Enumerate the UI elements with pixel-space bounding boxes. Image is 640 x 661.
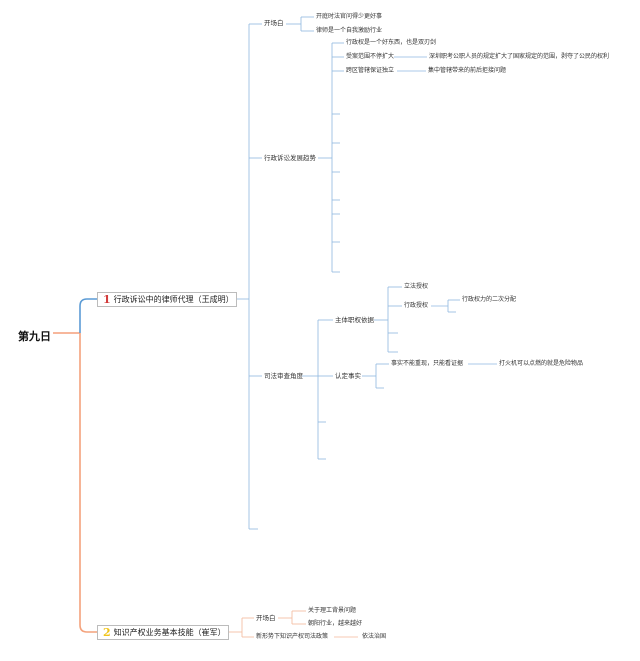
t2-opening-node[interactable]: 开场白 — [256, 614, 276, 622]
t1-opening-item-1[interactable]: 开庭时法官问得少更好事 — [316, 13, 383, 20]
t1-trend-item-3[interactable]: 跨区管辖保证独立 — [346, 67, 395, 74]
t1-opening-item-2[interactable]: 律师是一个自我激励行业 — [316, 27, 383, 34]
t1-facts-node[interactable]: 认定事实 — [335, 372, 361, 380]
t1-subject-grant-note[interactable]: 行政权力的二次分配 — [462, 296, 517, 303]
topic1-number: 1 — [103, 293, 111, 306]
t1-trend-item-1[interactable]: 行政权是一个好东西，也是双刃剑 — [346, 39, 437, 46]
topic2-connector — [79, 333, 97, 633]
t2-policy-node[interactable]: 新形势下知识产权司法政策 — [256, 633, 329, 640]
t1-facts-item[interactable]: 事实不能重现，只能看证据 — [391, 360, 464, 367]
t2-policy-note[interactable]: 依法治国 — [362, 633, 387, 640]
topic1-connector — [79, 298, 97, 333]
topic1-label: 行政诉讼中的律师代理（王成明） — [113, 295, 234, 304]
t2-opening-item-2[interactable]: 朝阳行业，越来越好 — [308, 620, 363, 627]
t1-subject-item-1[interactable]: 立法授权 — [404, 283, 429, 290]
t1-trend-node[interactable]: 行政诉讼发展趋势 — [264, 154, 316, 162]
t1-opening-node[interactable]: 开场白 — [264, 19, 284, 27]
t2-opening-item-1[interactable]: 关于理工背景问题 — [308, 607, 357, 614]
root-topic[interactable]: 第九日 — [18, 330, 51, 343]
topic2-number: 2 — [103, 626, 111, 639]
t1-facts-note[interactable]: 打火机可以点燃的就是危险物品 — [499, 360, 584, 367]
topic1-node[interactable]: 1 行政诉讼中的律师代理（王成明） — [97, 292, 237, 307]
t1-review-node[interactable]: 司法审查角度 — [264, 372, 303, 380]
topic2-node[interactable]: 2 知识产权业务基本技能（崔军） — [97, 625, 229, 640]
t1-trend-expand-note[interactable]: 深圳职考公职人员的规定扩大了国家规定的范围，剥夺了公民的权利 — [429, 53, 610, 60]
t1-trend-item-2[interactable]: 受案范围不停扩大 — [346, 53, 395, 60]
t1-subject-item-2[interactable]: 行政授权 — [404, 302, 429, 309]
t1-subject-node[interactable]: 主体职权依据 — [335, 316, 374, 324]
topic2-label: 知识产权业务基本技能（崔军） — [113, 628, 226, 637]
t1-trend-cross-note[interactable]: 集中管辖带来的前后拒接问题 — [428, 67, 507, 74]
